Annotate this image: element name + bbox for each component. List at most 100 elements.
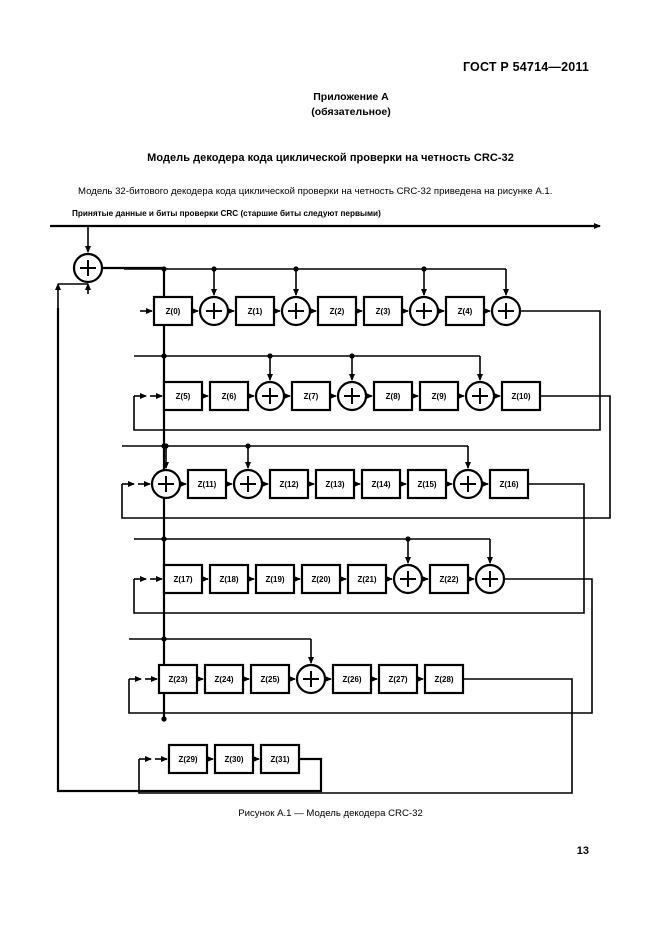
wire-path — [164, 757, 323, 793]
shift-register-box: Z(25) — [249, 663, 291, 695]
register-label: Z(23) — [168, 675, 187, 684]
register-label: Z(22) — [439, 575, 458, 584]
register-label: Z(14) — [371, 480, 390, 489]
shift-register-box: Z(13) — [314, 468, 356, 500]
shift-register-box: Z(27) — [377, 663, 419, 695]
xor-adder — [408, 295, 440, 327]
register-label: Z(5) — [176, 392, 191, 401]
register-label: Z(19) — [265, 575, 284, 584]
xor-adder — [280, 295, 312, 327]
shift-register-box: Z(15) — [406, 468, 448, 500]
intro-paragraph: Модель 32-битового декодера кода цикличе… — [78, 186, 553, 197]
annex-status: (обязательное) — [311, 106, 391, 118]
shift-register-box: Z(24) — [203, 663, 245, 695]
shift-register-box: Z(2) — [316, 295, 358, 327]
crc32-decoder-diagram: Z(0) Z(1) Z(2) Z(3) Z(4) Z(5) Z(6) Z(7) Z(8) Z(9)… — [50, 208, 611, 794]
shift-register-box: Z(26) — [331, 663, 373, 695]
junction-dot — [267, 353, 273, 359]
register-label: Z(29) — [178, 755, 197, 764]
register-label: Z(4) — [458, 307, 473, 316]
junction-dot — [421, 266, 427, 272]
register-label: Z(31) — [270, 755, 289, 764]
xor-adder — [392, 563, 424, 595]
register-label: Z(6) — [222, 392, 237, 401]
register-label: Z(28) — [434, 675, 453, 684]
junction-dot — [293, 266, 299, 272]
xor-adder — [295, 663, 327, 695]
wire-path — [133, 310, 601, 431]
page-title: Модель декодера кода циклической проверк… — [147, 152, 514, 164]
junction-dot — [245, 443, 251, 449]
xor-adder — [452, 468, 484, 500]
shift-register-box: Z(29) — [167, 743, 209, 775]
register-label: Z(8) — [386, 392, 401, 401]
shift-register-box: Z(21) — [346, 563, 388, 595]
register-label: Z(3) — [376, 307, 391, 316]
shift-register-box: Z(1) — [234, 295, 276, 327]
input-xor-adder — [72, 252, 104, 284]
shift-register-box: Z(14) — [360, 468, 402, 500]
shift-register-box: Z(30) — [213, 743, 255, 775]
xor-adder — [474, 563, 506, 595]
shift-register-box: Z(10) — [500, 380, 542, 412]
xor-adder — [232, 468, 264, 500]
register-label: Z(15) — [417, 480, 436, 489]
shift-register-box: Z(31) — [259, 743, 301, 775]
shift-register-box: Z(3) — [362, 295, 404, 327]
annex-name: Приложение А — [313, 91, 389, 103]
shift-register-box: Z(9) — [418, 380, 460, 412]
xor-adder — [464, 380, 496, 412]
junction-dot — [405, 536, 411, 542]
shift-register-box: Z(16) — [488, 468, 530, 500]
register-label: Z(30) — [224, 755, 243, 764]
register-label: Z(24) — [214, 675, 233, 684]
shift-register-box: Z(5) — [162, 380, 204, 412]
shift-register-box: Z(22) — [428, 563, 470, 595]
register-label: Z(0) — [166, 307, 181, 316]
diagram-wires — [50, 223, 611, 794]
junction-dot — [211, 266, 217, 272]
register-label: Z(27) — [388, 675, 407, 684]
wire-path — [133, 483, 585, 614]
register-label: Z(18) — [219, 575, 238, 584]
junction-dot — [161, 716, 167, 722]
shift-register-box: Z(11) — [186, 468, 228, 500]
register-label: Z(21) — [357, 575, 376, 584]
xor-adder — [198, 295, 230, 327]
register-label: Z(1) — [248, 307, 263, 316]
shift-register-box: Z(7) — [290, 380, 332, 412]
junction-dot — [161, 353, 167, 359]
register-label: Z(25) — [260, 675, 279, 684]
input-bus-label: Принятые данные и биты проверки CRC (ста… — [72, 208, 381, 218]
shift-register-box: Z(20) — [300, 563, 342, 595]
xor-adder — [254, 380, 286, 412]
wire-path — [56, 308, 164, 793]
register-label: Z(7) — [304, 392, 319, 401]
diagram-nodes: Z(0) Z(1) Z(2) Z(3) Z(4) Z(5) Z(6) Z(7) Z(8) Z(9)… — [72, 252, 542, 775]
xor-adder — [490, 295, 522, 327]
register-label: Z(11) — [198, 480, 217, 489]
register-label: Z(9) — [432, 392, 447, 401]
register-label: Z(20) — [311, 575, 330, 584]
shift-register-box: Z(6) — [208, 380, 250, 412]
wire-path — [128, 578, 593, 714]
wire-path — [138, 678, 573, 794]
shift-register-box: Z(4) — [444, 295, 486, 327]
shift-register-box: Z(19) — [254, 563, 296, 595]
register-label: Z(2) — [330, 307, 345, 316]
shift-register-box: Z(28) — [423, 663, 465, 695]
register-label: Z(10) — [511, 392, 530, 401]
standard-header-id: ГОСТ Р 54714—2011 — [462, 60, 589, 74]
shift-register-box: Z(8) — [372, 380, 414, 412]
annex-heading: Приложение А (обязательное) — [266, 90, 436, 120]
xor-adder — [336, 380, 368, 412]
crc32-decoder-figure: Z(0) Z(1) Z(2) Z(3) Z(4) Z(5) Z(6) Z(7) Z(8) Z(9)… — [44, 206, 624, 796]
junction-dot — [349, 353, 355, 359]
register-label: Z(26) — [342, 675, 361, 684]
shift-register-box: Z(23) — [157, 663, 199, 695]
shift-register-box: Z(12) — [268, 468, 310, 500]
figure-caption: Рисунок А.1 — Модель декодера CRC-32 — [238, 808, 423, 819]
shift-register-box: Z(0) — [152, 295, 194, 327]
shift-register-box: Z(17) — [162, 563, 204, 595]
